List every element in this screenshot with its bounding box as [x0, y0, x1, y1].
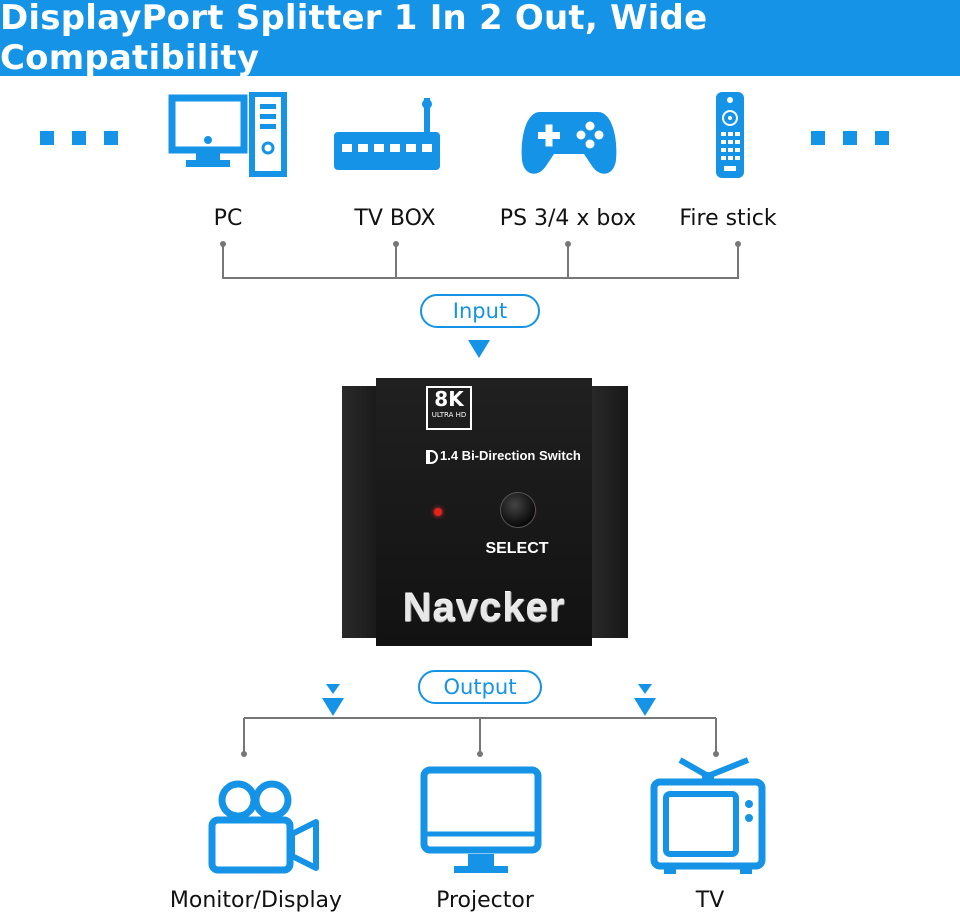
gamepad-icon	[521, 112, 617, 174]
model-text: 1.4 Bi-Direction Switch	[426, 448, 581, 464]
input-label-fire-stick: Fire stick	[679, 206, 777, 231]
retro-tv-icon	[650, 757, 766, 874]
banner-title: DisplayPort Splitter 1 In 2 Out, Wide Co…	[0, 0, 960, 78]
select-button[interactable]	[500, 492, 536, 528]
input-label-tv-box: TV BOX	[354, 206, 436, 231]
device-front-panel: 8K ULTRA HD 1.4 Bi-Direction Switch SELE…	[376, 378, 592, 646]
ellipsis-right-icon	[811, 131, 889, 145]
led-left-indicator	[434, 508, 442, 516]
device-left-side	[342, 386, 382, 638]
input-label-game-console: PS 3/4 x box	[499, 206, 637, 231]
select-label: SELECT	[485, 540, 549, 557]
device-right-side	[588, 386, 628, 638]
double-arrow-down-left-icon	[322, 684, 344, 716]
ultra-hd-badge: 8K ULTRA HD	[426, 386, 472, 430]
input-pill: Input	[420, 294, 540, 328]
output-label-monitor: Monitor/Display	[169, 888, 343, 913]
arrow-down-icon	[468, 340, 490, 358]
input-label-pc: PC	[213, 206, 243, 231]
double-arrow-down-right-icon	[634, 684, 656, 716]
ellipsis-left-icon	[40, 131, 118, 145]
output-label-projector: Projector	[436, 888, 534, 913]
pc-icon	[168, 92, 287, 177]
monitor-icon	[420, 766, 542, 873]
splitter-device: 8K ULTRA HD 1.4 Bi-Direction Switch SELE…	[342, 378, 628, 646]
output-pill: Output	[418, 670, 542, 704]
tv-box-router-icon	[334, 98, 440, 170]
remote-control-icon	[716, 92, 744, 178]
displayport-logo-icon	[426, 449, 438, 464]
output-label-tv: TV	[695, 888, 725, 913]
video-camera-icon	[208, 780, 319, 874]
brand-logo: Navcker	[402, 586, 566, 630]
